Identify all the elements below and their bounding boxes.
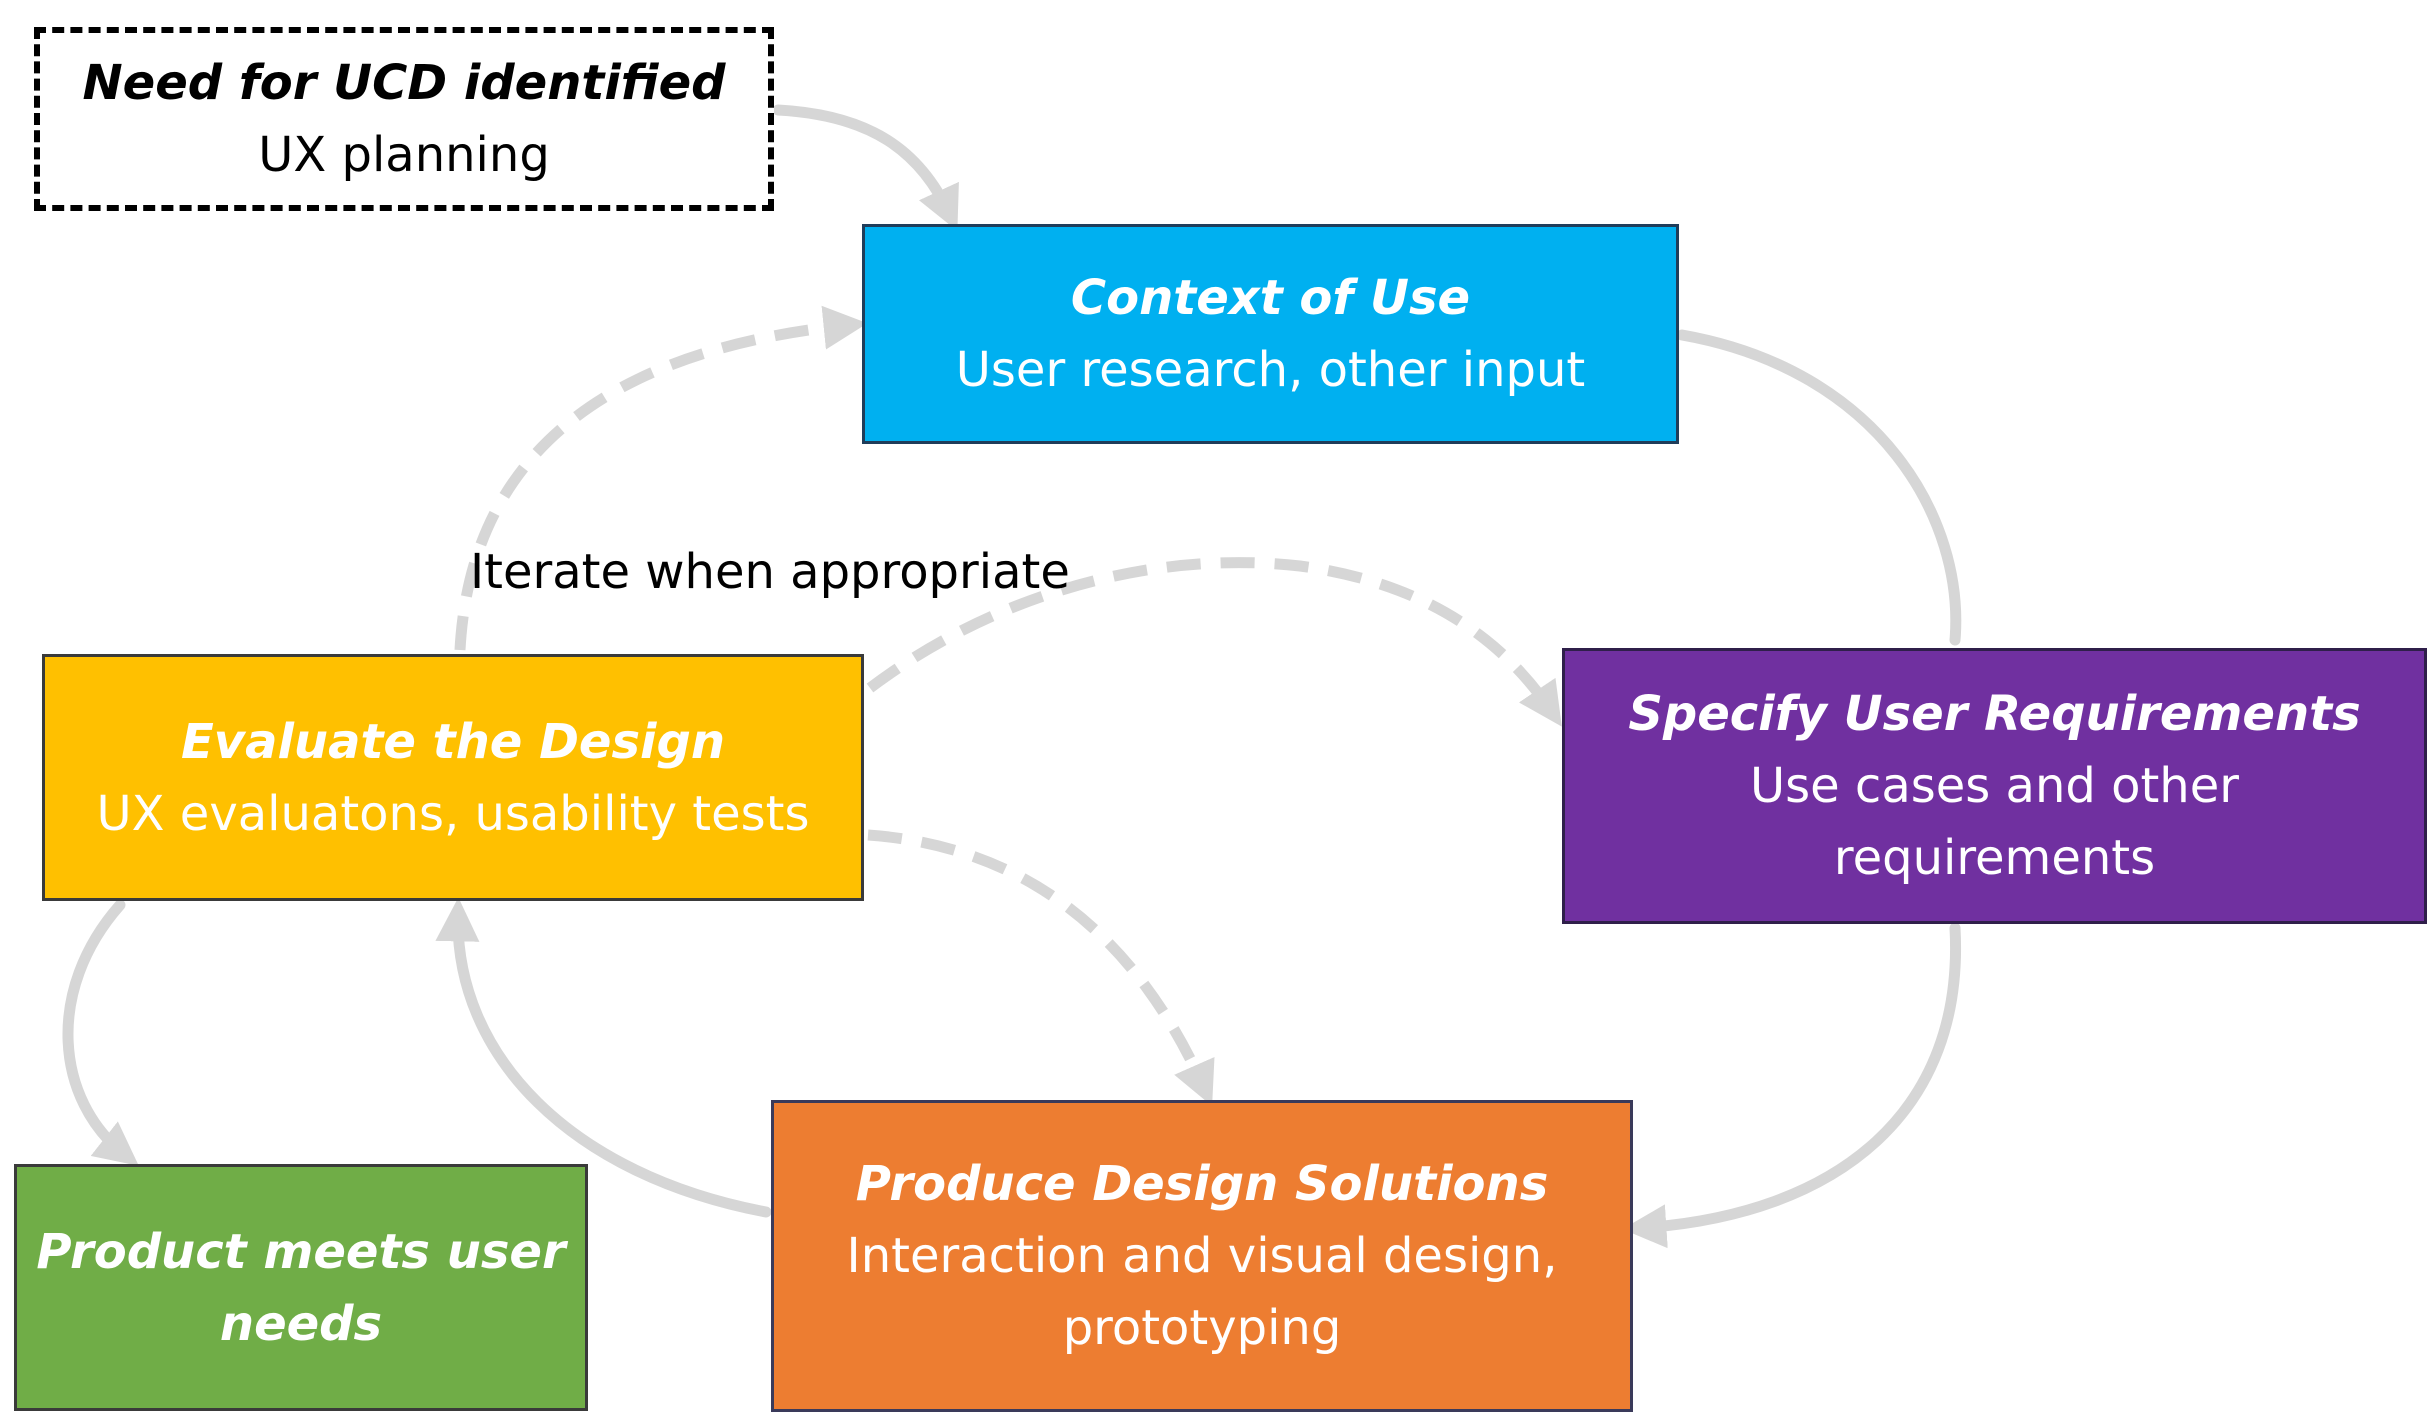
start-box: Need for UCD identified UX planning [34, 27, 774, 211]
requirements-subtitle-line1: Use cases and other [1750, 758, 2239, 814]
produce-solutions-box: Produce Design Solutions Interaction and… [771, 1100, 1633, 1412]
iterate-label: Iterate when appropriate [470, 544, 1070, 600]
requirements-title: Specify User Requirements [1628, 686, 2361, 742]
context-title: Context of Use [1070, 270, 1471, 326]
context-of-use-box: Context of Use User research, other inpu… [862, 224, 1679, 444]
start-subtitle: UX planning [258, 127, 550, 183]
arrow-context-to-requirements [1676, 329, 1962, 646]
arrow-iterate-to-context [454, 305, 868, 651]
arrow-requirements-to-produce [1622, 922, 1962, 1249]
arrow-iterate-to-produce [867, 829, 1215, 1107]
arrow-iterate-to-requirements [866, 557, 1562, 727]
evaluate-design-box: Evaluate the Design UX evaluatons, usabi… [42, 654, 864, 901]
arrow-evaluate-to-meets [62, 899, 139, 1166]
evaluate-title: Evaluate the Design [180, 713, 726, 770]
produce-title: Produce Design Solutions [855, 1156, 1549, 1212]
evaluate-subtitle: UX evaluatons, usability tests [96, 785, 810, 842]
product-meets-needs-box: Product meets user needs [14, 1164, 588, 1411]
specify-requirements-box: Specify User Requirements Use cases and … [1562, 648, 2427, 924]
arrow-produce-to-evaluate [435, 897, 772, 1218]
produce-subtitle-line2: prototyping [1062, 1300, 1342, 1356]
meets-title-line1: Product meets user [36, 1223, 566, 1280]
produce-subtitle-line1: Interaction and visual design, [846, 1228, 1558, 1284]
arrow-start-to-context [772, 104, 959, 231]
start-title: Need for UCD identified [82, 55, 726, 111]
requirements-subtitle-line2: requirements [1833, 830, 2156, 886]
context-subtitle: User research, other input [955, 342, 1586, 398]
meets-title-line2: needs [219, 1295, 383, 1352]
